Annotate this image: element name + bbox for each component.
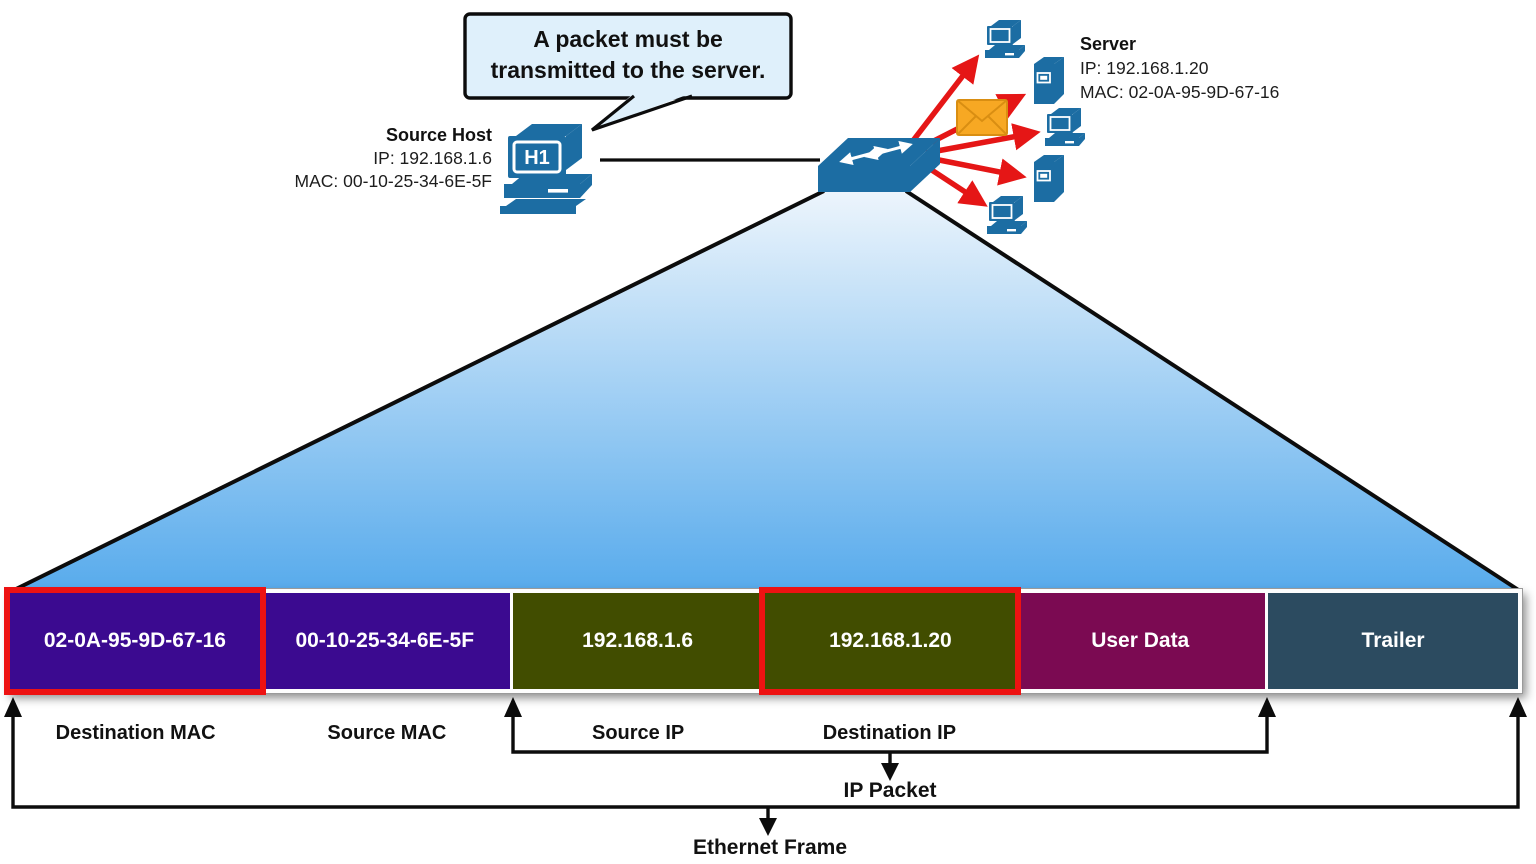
caption-destination-mac: Destination MAC (55, 722, 216, 744)
envelope-icon (956, 99, 1008, 136)
ethernet-frame: 02-0A-95-9D-67-16 00-10-25-34-6E-5F 192.… (6, 589, 1522, 693)
field-captions: Destination MAC Source MAC Source IP Des… (10, 722, 1015, 745)
ip-packet-label: IP Packet (843, 779, 937, 802)
caption-destination-ip: Destination IP (822, 722, 957, 744)
field-destination-mac: 02-0A-95-9D-67-16 (10, 593, 260, 689)
server-mac: MAC: 02-0A-95-9D-67-16 (1080, 82, 1280, 102)
caption-source-ip: Source IP (591, 722, 685, 744)
source-host-title: Source Host (385, 125, 492, 145)
field-source-ip: 192.168.1.6 (512, 593, 766, 689)
source-host-mac: MAC: 00-10-25-34-6E-5F (294, 171, 492, 191)
desktop-computer-icon (984, 19, 1026, 59)
ip-packet-bracket (504, 697, 1276, 781)
source-host-ip: IP: 192.168.1.6 (373, 148, 492, 168)
field-destination-ip: 192.168.1.20 (765, 593, 1016, 689)
speech-bubble (463, 12, 793, 132)
h1-label: H1 (524, 147, 550, 169)
desktop-computer-icon (986, 195, 1028, 235)
server-block: Server IP: 192.168.1.20 MAC: 02-0A-95-9D… (1080, 32, 1380, 104)
field-trailer: Trailer (1268, 593, 1518, 689)
ethernet-frame-label: Ethernet Frame (692, 836, 848, 859)
field-user-data: User Data (1015, 593, 1269, 689)
server-tower-icon (1033, 56, 1065, 105)
source-host-block: Source Host IP: 192.168.1.6 MAC: 00-10-2… (250, 124, 492, 193)
caption-source-mac: Source MAC (327, 722, 447, 744)
server-ip: IP: 192.168.1.20 (1080, 58, 1209, 78)
desktop-computer-icon (1044, 107, 1086, 147)
speech-bubble-text: A packet must be transmitted to the serv… (465, 24, 791, 86)
zoom-triangle (11, 189, 1522, 593)
speech-bubble-line1: A packet must be (533, 26, 723, 52)
server-title: Server (1080, 34, 1137, 54)
field-source-mac: 00-10-25-34-6E-5F (259, 593, 513, 689)
speech-bubble-line2: transmitted to the server. (490, 57, 766, 83)
h1-computer-icon: H1 (500, 124, 592, 214)
ethernet-frame-bracket (4, 697, 1527, 836)
server-tower-icon (1033, 154, 1065, 203)
network-switch-icon (818, 138, 940, 192)
